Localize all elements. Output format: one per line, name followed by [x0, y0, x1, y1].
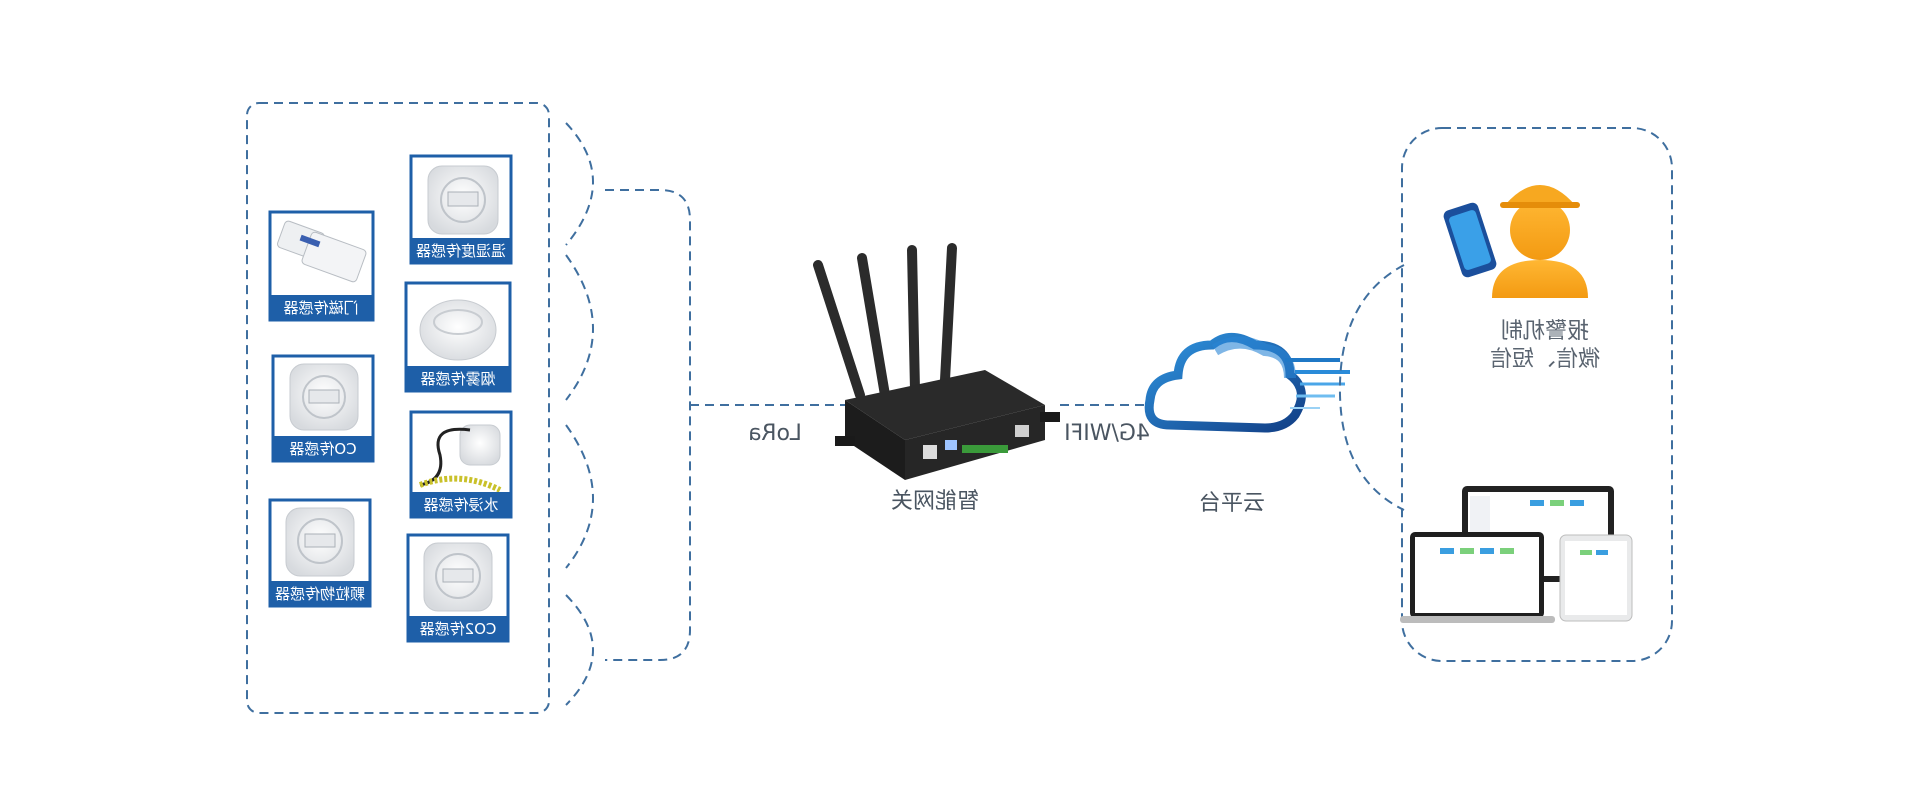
sensor-label-water-leak: 水浸传感器 [423, 496, 498, 514]
cloud-icon [1144, 333, 1350, 433]
sensor-card-water-leak: 水浸传感器 [409, 410, 513, 519]
sensor-card-co2: CO2传感器 [406, 533, 510, 643]
phone-icon [1443, 202, 1497, 278]
sensor-card-temp-humidity: 温湿度传感器 [409, 154, 513, 265]
worker-avatar [1492, 185, 1588, 298]
sensor-card-particulate: 颗粒物传感器 [268, 498, 372, 608]
alarm-line-2: 微信、短信 [1490, 347, 1600, 372]
sensor-label-co2: CO2传感器 [420, 620, 497, 638]
sensor-label-temp-humidity: 温湿度传感器 [416, 242, 506, 260]
monitoring-screens [1400, 486, 1633, 623]
gateway-device [813, 243, 1060, 480]
cloud-output-bracket [1338, 264, 1405, 511]
alert-output-box [1401, 127, 1673, 662]
sensor-label-particulate: 颗粒物传感器 [275, 585, 365, 603]
sensor-label-smoke: 烟雾传感器 [420, 370, 495, 388]
sensor-label-door-magnet: 门磁传感器 [283, 299, 358, 317]
cloud-label: 云平台 [1199, 491, 1265, 516]
gateway-label: 智能网关 [891, 489, 979, 514]
sensor-card-smoke: 烟雾传感器 [404, 281, 512, 393]
link-label-wan: 4G/WIFI [1064, 421, 1150, 446]
alarm-line-1: 报警机制 [1501, 319, 1589, 344]
sensor-group-box [246, 102, 550, 714]
sensor-label-co: CO传感器 [289, 440, 356, 458]
sensor-bus-brackets [565, 122, 860, 706]
sensor-card-door-magnet: 门磁传感器 [268, 210, 375, 322]
sensor-card-co: CO传感器 [271, 354, 375, 463]
link-label-lora: LoRa [748, 421, 802, 446]
